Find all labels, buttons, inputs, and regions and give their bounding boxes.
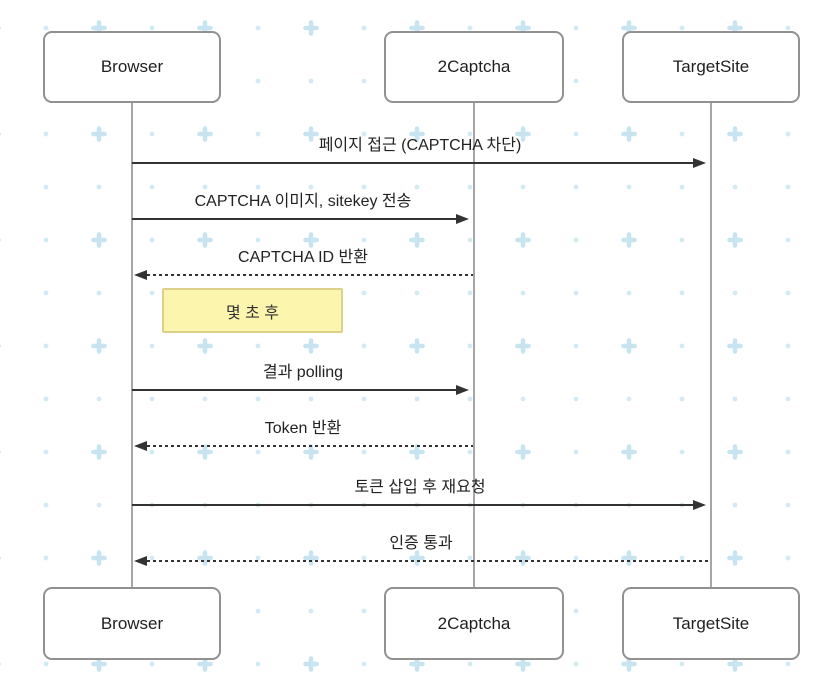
actor-label: Browser (100, 613, 164, 633)
message-line (132, 504, 693, 506)
arrowhead-right-icon (693, 158, 706, 168)
message-label: CAPTCHA 이미지, sitekey 전송 (194, 193, 412, 210)
actor-top-targetsite: TargetSite (622, 31, 800, 103)
message-line (147, 560, 710, 562)
actor-label: TargetSite (672, 57, 750, 76)
message-label: 페이지 접근 (CAPTCHA 차단) (318, 137, 522, 154)
arrowhead-right-icon (456, 385, 469, 395)
message-label: 결과 polling (262, 364, 344, 381)
actor-bottom-2captcha: 2Captcha (384, 587, 564, 660)
actor-label: TargetSite (672, 613, 750, 633)
lifeline-targetsite (710, 103, 712, 587)
actor-label: Browser (100, 57, 164, 76)
arrowhead-right-icon (693, 500, 706, 510)
actor-top-2captcha: 2Captcha (384, 31, 564, 103)
arrowhead-right-icon (456, 214, 469, 224)
message-label: 토큰 삽입 후 재요청 (354, 479, 486, 496)
message-line (132, 218, 456, 220)
arrowhead-left-icon (134, 270, 147, 280)
arrowhead-left-icon (134, 441, 147, 451)
message-line (132, 389, 456, 391)
actor-bottom-browser: Browser (43, 587, 221, 660)
message-line (132, 162, 693, 164)
message-line (147, 274, 473, 276)
message-line (147, 445, 473, 447)
note-label: 몇 초 후 (225, 304, 280, 322)
arrowhead-left-icon (134, 556, 147, 566)
lifeline-browser (131, 103, 133, 587)
message-label: CAPTCHA ID 반환 (238, 249, 368, 266)
lifeline-2captcha (473, 103, 475, 587)
message-label: Token 반환 (264, 420, 342, 437)
message-label: 인증 통과 (389, 535, 453, 552)
actor-label: 2Captcha (437, 613, 511, 633)
note-box: 몇 초 후 (162, 288, 343, 333)
actor-bottom-targetsite: TargetSite (622, 587, 800, 660)
actor-top-browser: Browser (43, 31, 221, 103)
actor-label: 2Captcha (437, 57, 511, 76)
